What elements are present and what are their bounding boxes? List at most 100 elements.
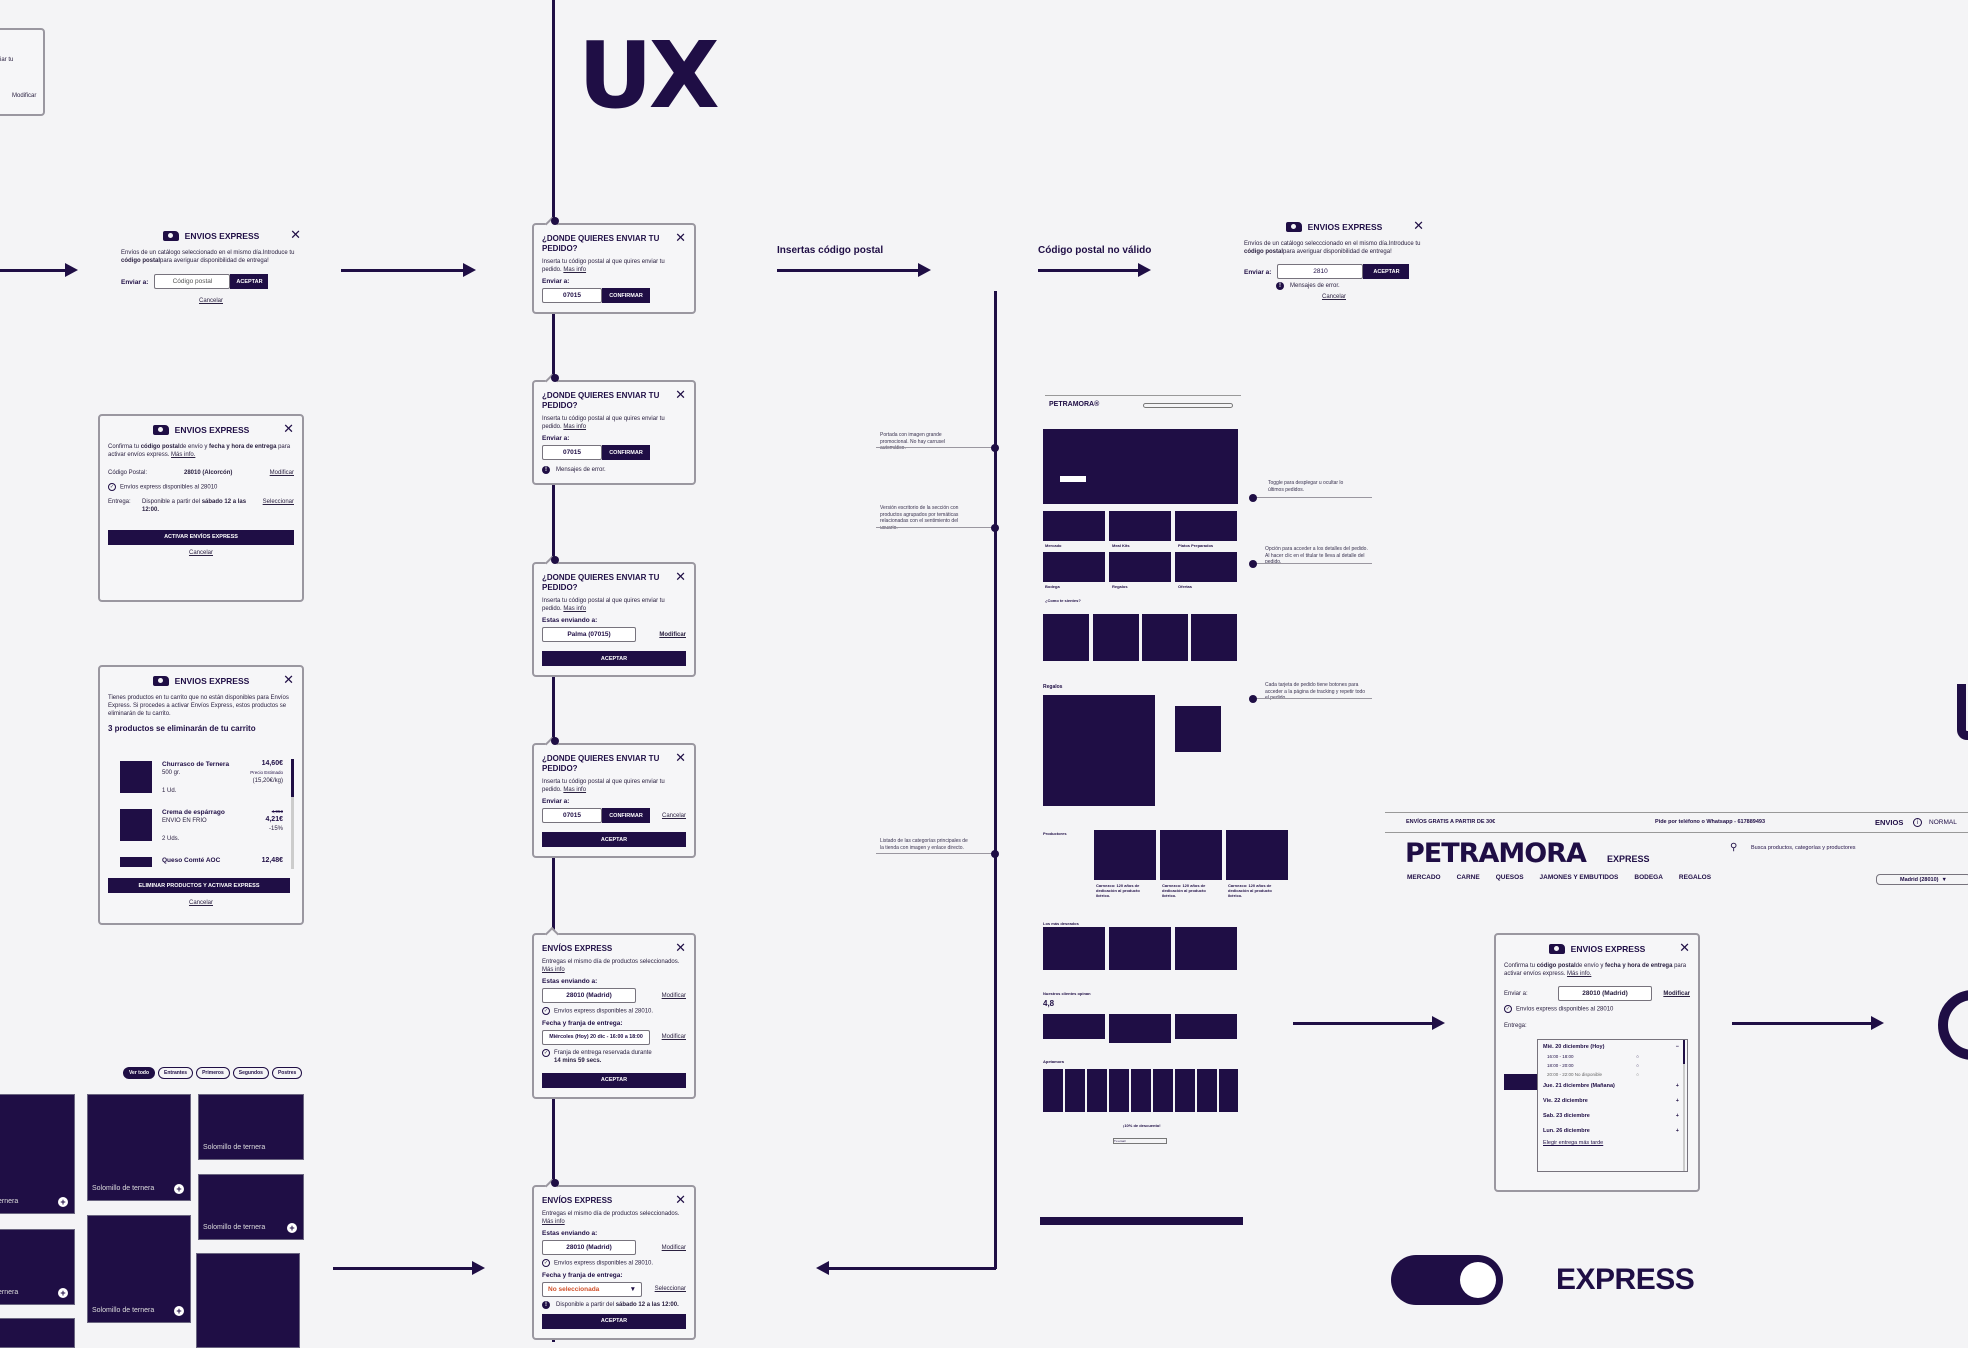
modify-link[interactable]: Modificar xyxy=(269,470,294,476)
modify-slot-link[interactable]: Modificar xyxy=(661,1034,686,1041)
day-item[interactable]: Lun. 26 diciembre+ xyxy=(1543,1128,1679,1134)
search-input[interactable]: Busca productos, categorías y productore… xyxy=(1751,845,1856,851)
select-link[interactable]: Seleccionar xyxy=(262,498,294,505)
accept-button[interactable]: ACEPTAR xyxy=(542,1313,686,1329)
product-tile[interactable]: Solomillo de ternera+ xyxy=(0,1094,75,1214)
add-icon: + xyxy=(58,1197,68,1207)
product-tile[interactable]: Solomillo de ternera xyxy=(198,1094,304,1160)
location-select[interactable]: Madrid (28010) ▼ xyxy=(1876,874,1968,885)
more-info-link[interactable]: Más info. xyxy=(171,452,196,458)
accept-button[interactable]: ACEPTAR xyxy=(1363,264,1410,279)
cancel-link[interactable]: Cancelar xyxy=(188,900,213,906)
nav-item[interactable]: MERCADO xyxy=(1407,874,1441,881)
accept-button[interactable]: ACEPTAR xyxy=(230,274,269,289)
close-icon[interactable]: ✕ xyxy=(283,672,294,687)
accept-button[interactable]: ACEPTAR xyxy=(542,651,686,666)
day-item[interactable]: Jue. 21 diciembre (Mañana)+ xyxy=(1543,1083,1679,1089)
info-icon[interactable]: i xyxy=(1913,818,1922,827)
close-icon[interactable]: ✕ xyxy=(1413,218,1424,233)
nav-item[interactable]: REGALOS xyxy=(1678,874,1712,881)
postal-code-display: 28010 (Madrid) xyxy=(1558,986,1652,1001)
search-icon[interactable]: ⚲ xyxy=(1730,842,1738,853)
accept-button[interactable]: ACEPTAR xyxy=(542,832,686,847)
info-icon: ! xyxy=(542,1300,550,1309)
more-info-link[interactable]: Más info xyxy=(542,967,565,973)
partial-logo-fragment xyxy=(1957,684,1968,740)
site-logo[interactable]: PETRAMORA xyxy=(1405,838,1587,869)
close-icon[interactable]: ✕ xyxy=(290,227,301,242)
product-tile[interactable]: Solomillo de ternera+ xyxy=(87,1094,191,1201)
activate-express-button[interactable]: ACTIVAR ENVÍOS EXPRESS xyxy=(108,529,294,545)
delivery-day-dropdown[interactable]: Mié. 20 diciembre (Hoy)− 16:00 - 18:00○ … xyxy=(1537,1039,1688,1172)
accept-button[interactable]: ACEPTAR xyxy=(542,1072,686,1088)
toggle-knob xyxy=(1460,1262,1496,1298)
time-slot[interactable]: 16:00 - 18:00○ xyxy=(1547,1054,1639,1059)
flow-label-insert: Insertas código postal xyxy=(777,245,884,256)
close-icon[interactable]: ✕ xyxy=(675,230,686,245)
confirm-button[interactable]: CONFIRMAR xyxy=(602,445,650,460)
more-info-link[interactable]: Mas info xyxy=(563,267,587,273)
select-link[interactable]: Seleccionar xyxy=(654,1286,686,1293)
close-icon[interactable]: ✕ xyxy=(675,750,686,765)
nav-item[interactable]: QUESOS xyxy=(1495,874,1524,881)
product-tile[interactable]: Solomillo de ternera+ xyxy=(0,1229,75,1305)
cancel-link[interactable]: Cancelar xyxy=(1321,294,1346,300)
more-info-link[interactable]: Más info. xyxy=(1567,971,1592,977)
filter-chip[interactable]: Entrantes xyxy=(158,1067,194,1079)
postal-code-input[interactable]: 07015 xyxy=(542,808,602,823)
filter-chip[interactable]: Primeros xyxy=(196,1067,230,1079)
filter-chip[interactable]: Postres xyxy=(271,1067,303,1079)
cancel-link[interactable]: Cancelar xyxy=(188,549,213,556)
postal-code-input[interactable]: Código postal xyxy=(154,274,231,289)
nav-item[interactable]: BODEGA xyxy=(1634,874,1663,881)
day-item[interactable]: Sab. 23 diciembre+ xyxy=(1543,1113,1679,1119)
postal-code-input[interactable]: 07015 xyxy=(542,445,602,460)
more-info-link[interactable]: Más info xyxy=(542,1219,565,1225)
confirm-button[interactable]: CONFIRMAR xyxy=(602,808,650,823)
search-input[interactable] xyxy=(1143,403,1233,408)
dropdown-scrollbar[interactable] xyxy=(1683,1040,1685,1171)
newsletter-email-input[interactable]: Tu email xyxy=(1113,1138,1167,1144)
close-icon[interactable]: ✕ xyxy=(675,387,686,402)
express-toggle[interactable] xyxy=(1391,1255,1503,1305)
product-tile[interactable]: Solomillo de ternera+ xyxy=(87,1215,191,1323)
postal-code-input[interactable]: 2810 xyxy=(1277,264,1364,279)
cancel-link[interactable]: Cancelar xyxy=(661,812,686,819)
close-icon[interactable]: ✕ xyxy=(675,1192,686,1207)
close-icon[interactable]: ✕ xyxy=(675,569,686,584)
delivery-slot-select[interactable]: No seleccionada▼ xyxy=(542,1281,642,1297)
flow-label-invalid: Código postal no válido xyxy=(1038,245,1152,256)
choose-later-link[interactable]: Elegir entrega más tarde xyxy=(1543,1140,1604,1146)
cart-scrollbar[interactable] xyxy=(291,759,294,869)
close-icon[interactable]: ✕ xyxy=(283,421,294,436)
modify-link[interactable]: Modificar xyxy=(661,992,686,999)
time-slot[interactable]: 18:00 - 20:00○ xyxy=(1547,1063,1639,1068)
filter-chips: Ver todo Entrantes Primeros Segundos Pos… xyxy=(123,1067,303,1079)
modify-link[interactable]: Modificar xyxy=(1663,990,1690,997)
modify-link[interactable]: Modificar xyxy=(661,1244,686,1251)
modify-link[interactable]: Modificar xyxy=(659,631,686,638)
flow-card-edit: ✕ ¿DONDE QUIERES ENVIAR TU PEDIDO? Inser… xyxy=(532,736,696,858)
more-info-link[interactable]: Mas info xyxy=(563,424,587,430)
confirm-button[interactable]: CONFIRMAR xyxy=(602,288,650,303)
check-icon: ✓ xyxy=(542,1048,550,1057)
shipping-mode[interactable]: NORMAL xyxy=(1929,819,1957,826)
more-info-link[interactable]: Mas info xyxy=(563,606,587,612)
product-tile[interactable]: Solomillo de ternera+ xyxy=(198,1174,304,1240)
close-icon[interactable]: ✕ xyxy=(675,940,686,955)
close-icon[interactable]: ✕ xyxy=(1679,940,1690,955)
day-item[interactable]: Vie. 22 diciembre+ xyxy=(1543,1098,1679,1104)
filter-chip[interactable]: Ver todo xyxy=(123,1067,156,1079)
invalid-postal-modal: ✕ ENVIOS EXPRESS Envíos de un catálogo s… xyxy=(1244,218,1424,300)
postal-code-input[interactable]: 07015 xyxy=(542,288,602,303)
nav-item[interactable]: CARNE xyxy=(1456,874,1480,881)
truck-icon xyxy=(1548,944,1565,954)
filter-chip[interactable]: Segundos xyxy=(232,1067,269,1079)
modify-link[interactable]: Modificar xyxy=(12,93,37,99)
nav-item[interactable]: JAMONES Y EMBUTIDOS xyxy=(1539,874,1619,881)
more-info-link[interactable]: Mas info xyxy=(563,787,587,793)
cancel-link[interactable]: Cancelar xyxy=(198,298,223,304)
cart-item: Crema de espárrago ENVIO EN FRIO 2 Uds. … xyxy=(112,807,287,851)
remove-and-activate-button[interactable]: ELIMINAR PRODUCTOS Y ACTIVAR EXPRESS xyxy=(108,878,290,893)
check-icon: ✓ xyxy=(542,1007,550,1015)
